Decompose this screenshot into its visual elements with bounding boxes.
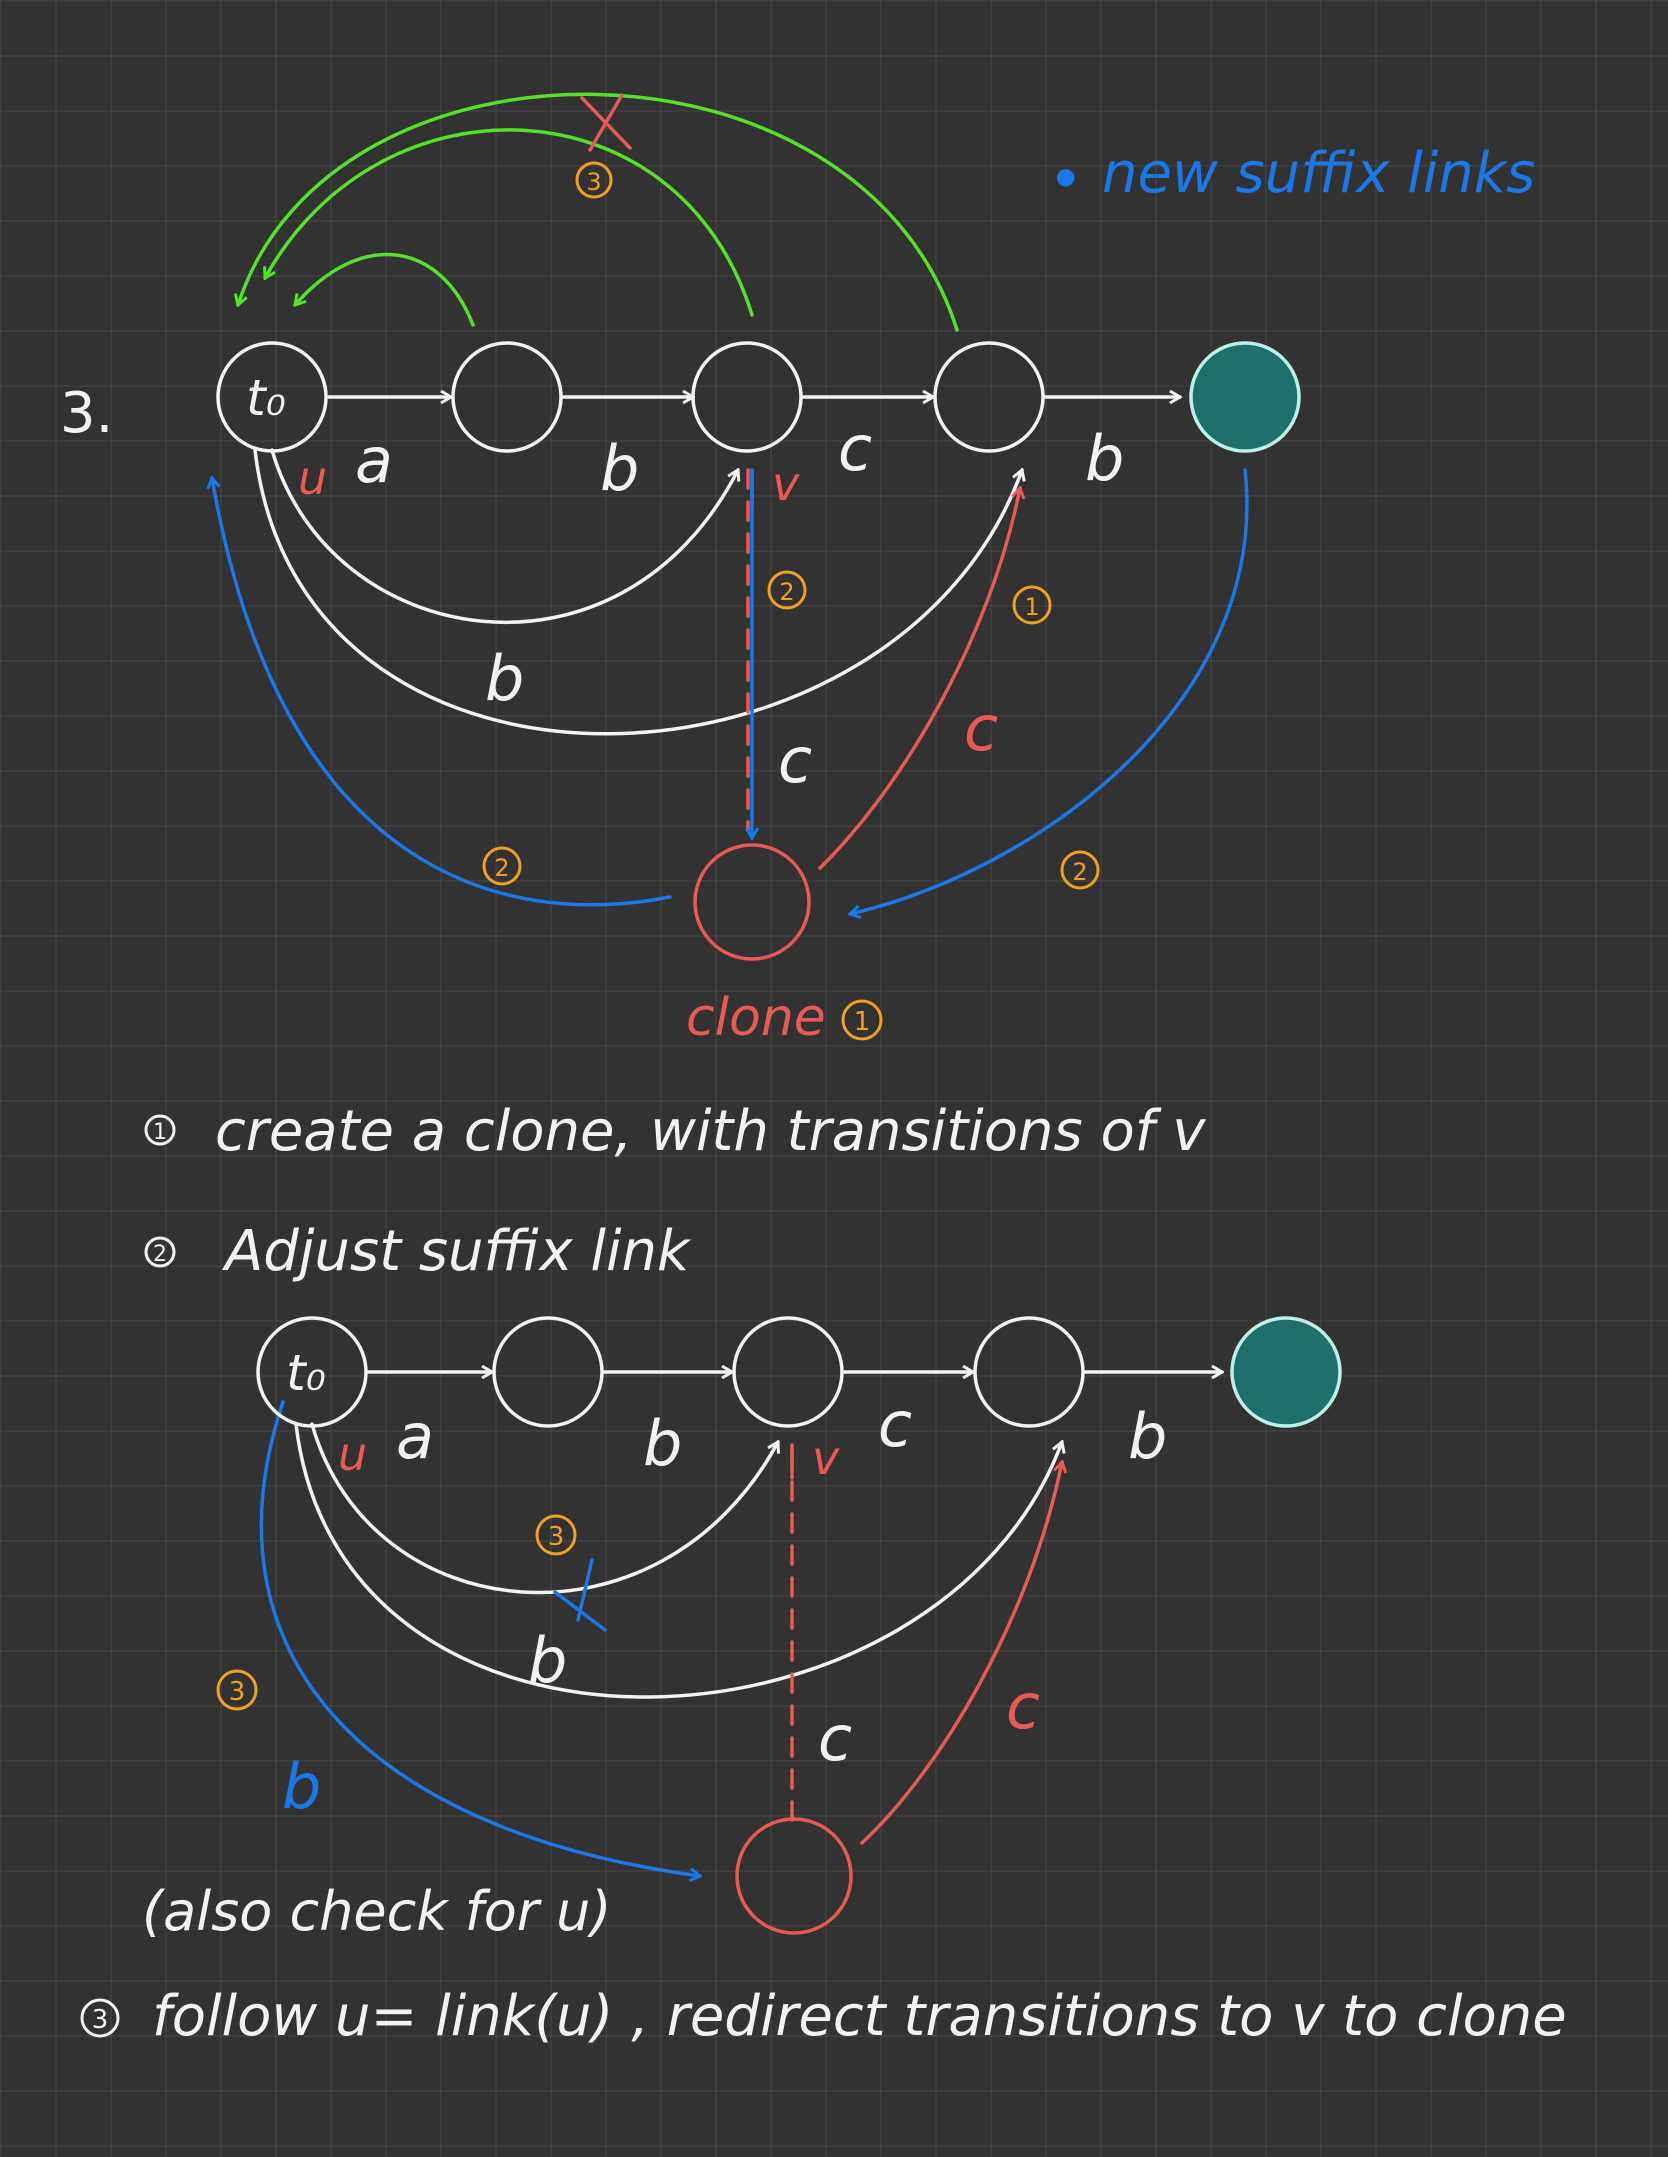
state-t0-top xyxy=(216,341,328,453)
step-marker-two-v-label: 2 xyxy=(779,578,794,606)
pointer-u-top: u xyxy=(298,451,327,505)
step-marker-three-top xyxy=(575,161,613,199)
transition-b-to-v-top xyxy=(270,448,738,625)
state-t0-top-label: t₀ xyxy=(246,369,286,427)
note-text: (also check for u) xyxy=(142,1880,611,1943)
step-marker-one-red xyxy=(1012,585,1052,625)
step-marker-one-red-label: 1 xyxy=(1024,593,1039,621)
step-marker-three-cross-label: 3 xyxy=(548,1522,565,1552)
suffix-link-final-to-clone xyxy=(850,468,1249,914)
state-v-bottom xyxy=(732,1316,844,1428)
clone-transition-c-top xyxy=(818,488,1020,870)
transition-b-to-s3-bottom xyxy=(294,1422,1062,1699)
state-1-bottom xyxy=(492,1316,604,1428)
state-t0-bottom-label: t₀ xyxy=(286,1344,326,1402)
step-2-marker-label: 2 xyxy=(153,1242,167,1267)
edge-label-c-red-bottom: c xyxy=(1006,1670,1040,1743)
edge-label-b2-bottom: b xyxy=(1128,1400,1167,1473)
state-final-bottom xyxy=(1230,1316,1342,1428)
edge-label-c-bottom: c xyxy=(878,1388,912,1461)
state-clone-top xyxy=(693,843,811,961)
edge-label-a-top: a xyxy=(355,424,393,497)
pointer-v-top: v xyxy=(772,457,800,511)
step-marker-two-right-label: 2 xyxy=(1072,858,1087,886)
step-marker-three-top-label: 3 xyxy=(586,168,601,196)
suffix-link-clone-to-t0 xyxy=(212,478,672,907)
green-suffix-link-3 xyxy=(238,92,959,332)
edge-label-b2-top: b xyxy=(1085,422,1124,495)
state-v-top xyxy=(691,341,803,453)
edge-label-c-red-top: c xyxy=(964,692,998,765)
step-marker-three-left-label: 3 xyxy=(229,1677,246,1707)
state-1-top xyxy=(451,341,563,453)
transition-b-to-v-bottom xyxy=(310,1422,778,1595)
step-3-text: follow u= link(u) , redirect transitions… xyxy=(152,1984,1567,2049)
pointer-v-bottom: v xyxy=(812,1431,840,1485)
pointer-u-bottom: u xyxy=(338,1427,367,1481)
green-suffix-link-1 xyxy=(295,252,475,327)
state-3-bottom xyxy=(973,1316,1085,1428)
clone-transition-c-bottom xyxy=(860,1462,1062,1845)
step-marker-one-clone-label: 1 xyxy=(854,1007,871,1037)
edge-label-c-curve-top: c xyxy=(778,724,812,797)
edge-label-b-blue: b xyxy=(282,1750,321,1823)
crossed-link-mark xyxy=(580,93,632,152)
step-2-marker xyxy=(144,1236,176,1268)
edge-label-b-curve-bottom: b xyxy=(528,1624,567,1697)
step-1-text: create a clone, with transitions of v xyxy=(215,1099,1206,1164)
edge-label-a-bottom: a xyxy=(396,1400,434,1473)
edge-label-b-bottom: b xyxy=(643,1407,682,1480)
step-1-marker xyxy=(144,1114,176,1146)
edge-label-c-top: c xyxy=(838,412,872,485)
edge-label-b-top: b xyxy=(600,432,639,505)
state-clone-bottom xyxy=(735,1817,853,1935)
step-marker-two-left-label: 2 xyxy=(494,854,509,882)
step-marker-one-clone xyxy=(841,999,883,1041)
step-number: 3. xyxy=(60,381,113,446)
state-t0-bottom xyxy=(256,1316,368,1428)
legend-bullet: • xyxy=(1048,145,1083,215)
edge-label-c-curve-bottom: c xyxy=(818,1702,852,1775)
new-transition-b-to-clone xyxy=(259,1400,700,1876)
step-1-marker-label: 1 xyxy=(153,1120,167,1145)
step-marker-two-v xyxy=(767,570,807,610)
step-2-text: Adjust suffix link xyxy=(222,1219,692,1284)
step-marker-two-left xyxy=(482,846,522,886)
green-suffix-link-2 xyxy=(265,128,754,317)
clone-label: clone xyxy=(686,988,826,1048)
legend-text: new suffix links xyxy=(1102,141,1535,206)
state-final-top xyxy=(1189,341,1301,453)
state-3-top xyxy=(933,341,1045,453)
edge-label-b-curve-top: b xyxy=(485,642,524,715)
step-marker-two-right xyxy=(1060,850,1100,890)
transition-b-to-s3-top xyxy=(253,448,1022,736)
step-marker-three-left xyxy=(216,1669,258,1711)
step-3-marker xyxy=(80,1998,120,2038)
step-marker-three-cross xyxy=(535,1514,577,1556)
step-3-marker-label: 3 xyxy=(92,2005,109,2035)
crossed-transition-mark xyxy=(553,1558,607,1632)
